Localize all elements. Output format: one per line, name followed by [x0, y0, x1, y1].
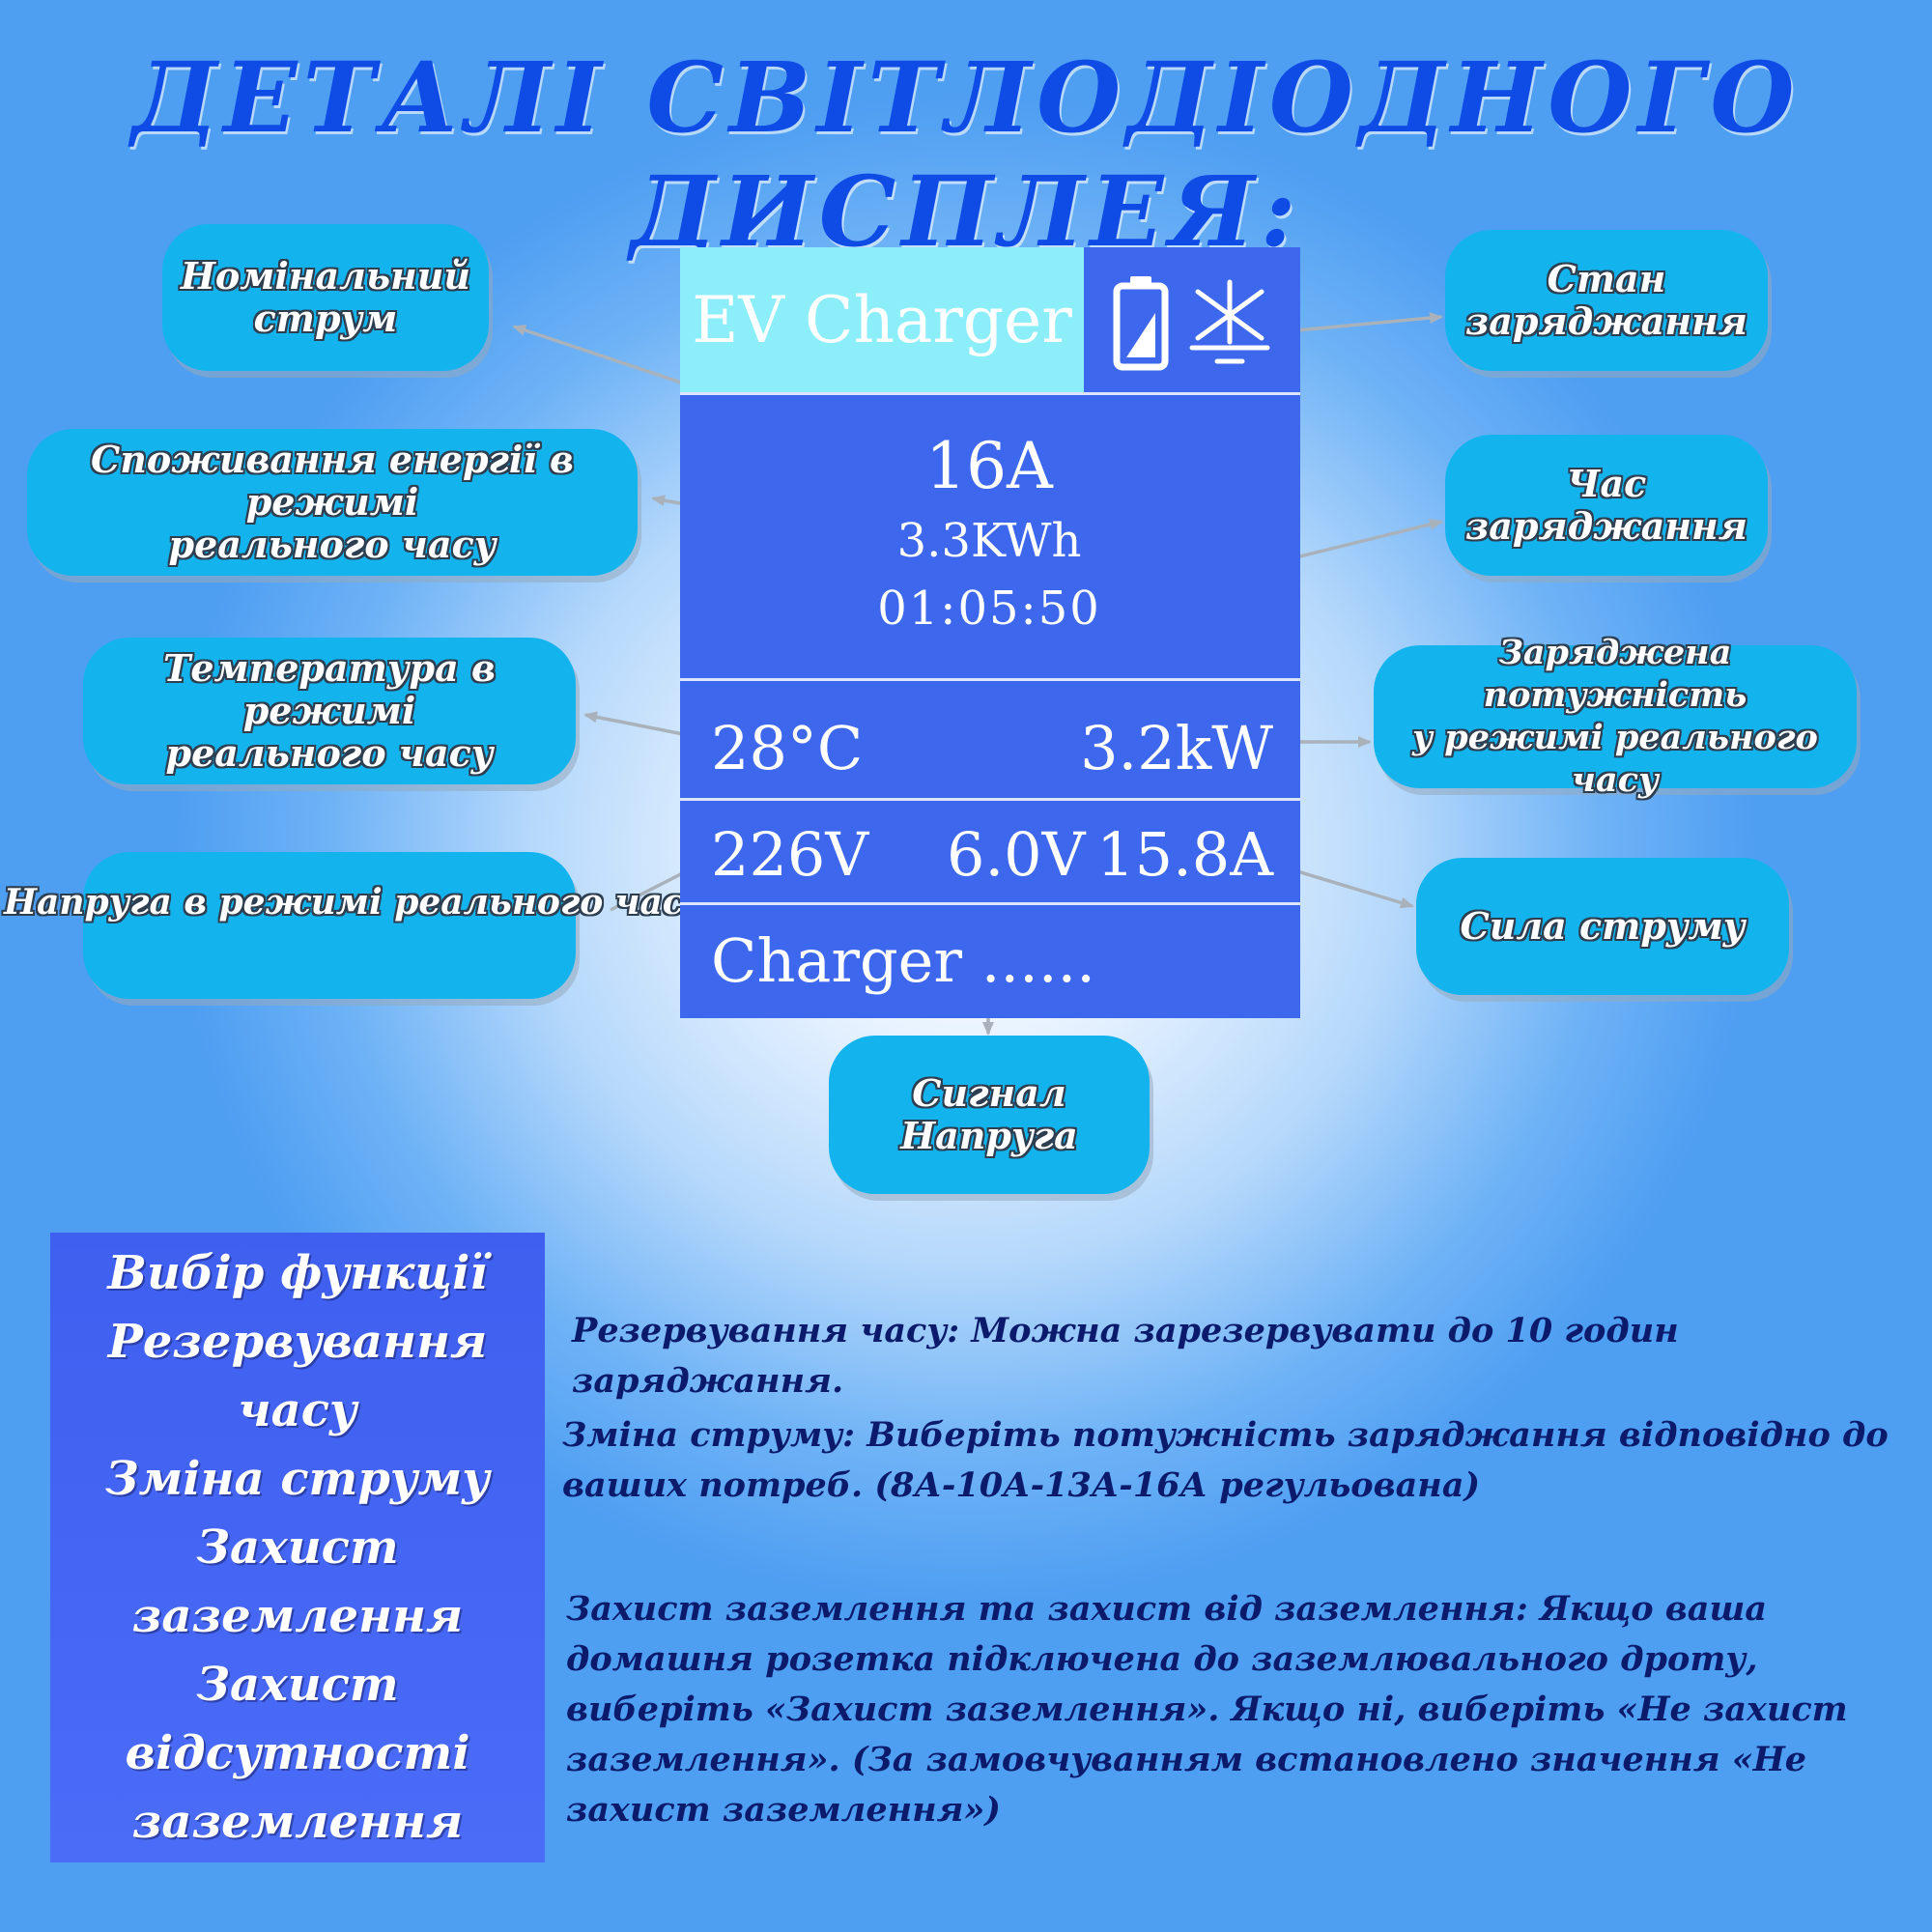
lcd-display: EV Charger 16A 3.3KWh 01:05:50 28°C 3.2k…: [680, 247, 1300, 1018]
functions-item: заземлення: [131, 1794, 464, 1849]
description-reservation: Резервування часу: Можна зарезервувати д…: [572, 1311, 1679, 1401]
lcd-voltage: 226V: [711, 819, 869, 890]
lcd-divider: [680, 678, 1300, 681]
lcd-header-title: EV Charger: [680, 247, 1084, 392]
functions-item: відсутності: [125, 1725, 470, 1780]
lcd-divider: [680, 902, 1300, 905]
lcd-power: 3.2kW: [1080, 713, 1273, 783]
label-charging-state: Стан заряджання: [1445, 230, 1768, 371]
lcd-header-icons: [1084, 247, 1300, 392]
label-voltage-text: Напруга в режимі реального часу: [4, 882, 705, 923]
label-temperature: Температура в режимі реального часу: [83, 638, 576, 784]
label-energy: Споживання енергії в режимі реального ча…: [27, 429, 638, 576]
label-power: Заряджена потужність у режимі реального …: [1374, 633, 1857, 800]
lcd-temperature: 28°C: [711, 713, 864, 783]
label-current: Сила струму: [1416, 858, 1789, 995]
page-title: ДЕТАЛІ СВІТЛОДІОДНОГО ДИСПЛЕЯ:: [131, 41, 1801, 269]
battery-icon: [1113, 276, 1169, 371]
description-current-change: Зміна струму: Виберіть потужність зарядж…: [562, 1415, 1889, 1505]
label-charging-time: Час заряджання: [1445, 435, 1768, 576]
lcd-divider: [680, 798, 1300, 801]
lcd-signal-voltage: 6.0V: [947, 819, 1086, 890]
label-signal-voltage: Сигнал Напруга: [829, 1036, 1150, 1194]
label-voltage: [83, 852, 576, 999]
description-grounding: Захист заземлення та захист від заземлен…: [566, 1589, 1848, 1830]
lcd-header: EV Charger: [680, 247, 1300, 392]
lcd-status: Charger ......: [711, 925, 1095, 996]
functions-item: Вибір функції: [107, 1245, 488, 1300]
lcd-time: 01:05:50: [877, 582, 1101, 636]
label-rated-current: Номінальний струм: [162, 224, 489, 371]
functions-item: Захист: [196, 1520, 399, 1575]
lcd-divider: [680, 392, 1300, 395]
functions-item: Резервування часу: [107, 1314, 488, 1437]
lcd-rated-current: 16A: [925, 429, 1053, 503]
lcd-energy: 3.3KWh: [896, 514, 1082, 568]
functions-item: Зміна струму: [105, 1451, 490, 1506]
functions-item: Захист: [196, 1657, 399, 1712]
lcd-current: 15.8A: [1096, 819, 1273, 890]
charging-status-icon: [1189, 279, 1270, 364]
functions-panel: Вибір функції Резервування часу Зміна ст…: [50, 1233, 545, 1862]
functions-item: заземлення: [131, 1588, 464, 1643]
